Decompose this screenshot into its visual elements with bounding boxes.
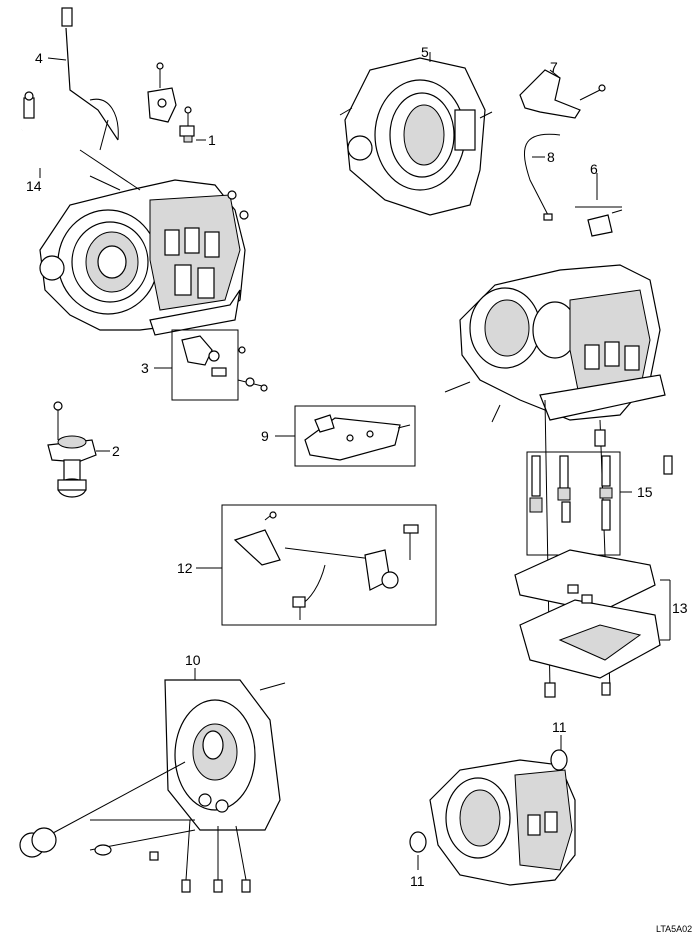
callout-11-bottom: 11 (410, 873, 425, 889)
transaxle-case-assembly (39, 179, 249, 336)
callout-9: 9 (261, 428, 269, 444)
callout-2: 2 (112, 443, 120, 459)
bracket-part-7 (519, 69, 606, 119)
breather-hose-part (19, 91, 121, 191)
pump-cover-part-10 (19, 679, 286, 893)
sensor-part-1 (179, 106, 195, 143)
bracket-part (147, 62, 177, 123)
figure-code: LTA5A02 (656, 924, 692, 934)
callout-7: 7 (550, 59, 558, 75)
speed-sensor-part-2 (47, 401, 97, 498)
transaxle-bottom-right (409, 749, 576, 886)
gasket-part-9 (294, 405, 416, 467)
solenoid-group-part-3 (171, 329, 268, 401)
dipstick-tube-part (61, 7, 141, 191)
leader-lines (39, 52, 671, 870)
callout-11-top: 11 (552, 719, 567, 735)
transaxle-case-right (444, 264, 666, 691)
callout-8: 8 (547, 149, 555, 165)
callout-12: 12 (177, 560, 193, 576)
callout-13: 13 (672, 600, 688, 616)
shift-linkage-part-12 (221, 504, 437, 626)
callout-14: 14 (26, 178, 42, 194)
callout-3: 3 (141, 360, 149, 376)
callout-6: 6 (590, 161, 598, 177)
callout-4: 4 (35, 50, 43, 66)
callout-10: 10 (185, 652, 201, 668)
oil-pan-part-13 (514, 549, 661, 698)
pipe-part-6 (575, 206, 623, 237)
valve-spring-group-part-15 (526, 429, 673, 556)
callout-1: 1 (208, 132, 216, 148)
pipe-part-8 (524, 133, 561, 221)
converter-housing-part-5 (339, 57, 493, 216)
callout-15: 15 (637, 484, 653, 500)
callout-5: 5 (421, 44, 429, 60)
